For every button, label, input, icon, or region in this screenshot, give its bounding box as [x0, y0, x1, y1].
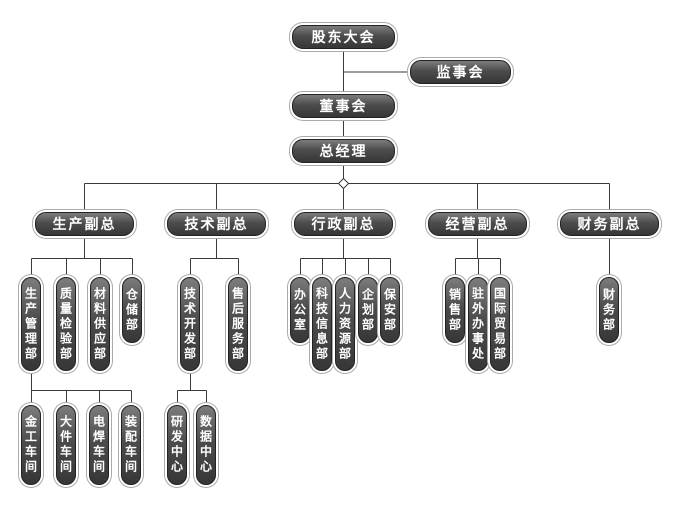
node-board-of-directors: 董事会: [292, 94, 395, 118]
node-dept-after-sales-service: 售后服务部: [228, 277, 248, 371]
node-unit-large-parts-workshop: 大件车间: [56, 405, 76, 485]
node-vp-production: 生产副总: [35, 212, 134, 236]
node-dept-sales: 销售部: [445, 277, 465, 343]
node-vp-operations: 经营副总: [428, 212, 527, 236]
node-unit-rd-center: 研发中心: [167, 405, 187, 485]
node-dept-international-trade: 国际贸易部: [490, 277, 510, 371]
node-shareholders-meeting: 股东大会: [292, 25, 395, 49]
node-dept-technology-development: 技术开发部: [180, 277, 200, 371]
node-dept-overseas-offices: 驻外办事处: [468, 277, 488, 371]
node-dept-production-management: 生产管理部: [21, 277, 41, 371]
node-supervisory-board: 监事会: [410, 60, 511, 84]
node-dept-material-supply: 材料供应部: [90, 277, 110, 371]
node-dept-finance: 财务部: [599, 277, 619, 343]
node-vp-technology: 技术副总: [167, 212, 266, 236]
node-unit-assembly-workshop: 装配车间: [121, 405, 141, 485]
node-unit-data-center: 数据中心: [196, 405, 216, 485]
node-dept-technology-information: 科技信息部: [312, 277, 332, 371]
node-dept-human-resources: 人力资源部: [335, 277, 355, 371]
node-dept-quality-inspection: 质量检验部: [56, 277, 76, 371]
node-dept-planning: 企划部: [358, 277, 378, 343]
junction-diamond: [337, 177, 350, 190]
node-dept-security: 保安部: [380, 277, 400, 343]
node-general-manager: 总经理: [292, 139, 395, 163]
node-vp-finance: 财务副总: [560, 212, 659, 236]
node-unit-metalworking-workshop: 金工车间: [21, 405, 41, 485]
node-dept-warehouse: 仓储部: [122, 277, 142, 343]
node-dept-office: 办公室: [290, 277, 310, 343]
node-vp-administration: 行政副总: [294, 212, 393, 236]
node-unit-welding-workshop: 电焊车间: [89, 405, 109, 485]
